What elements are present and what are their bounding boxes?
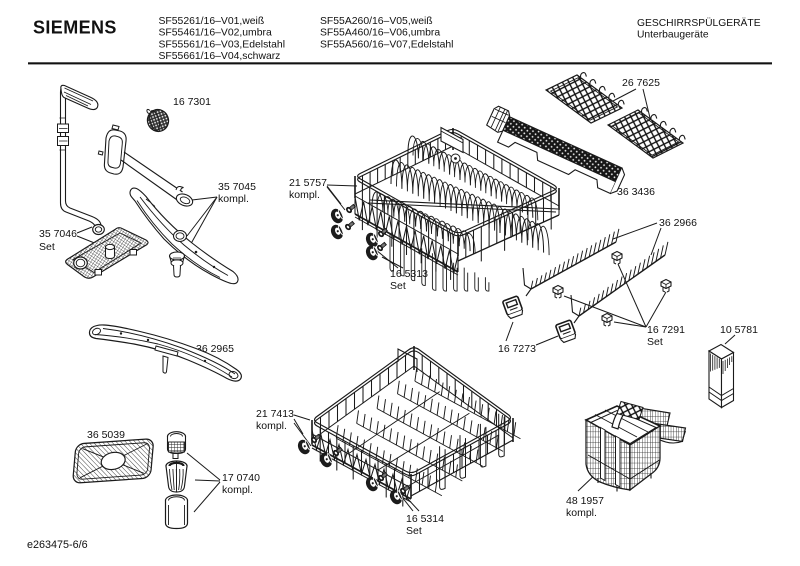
svg-text:16 7301: 16 7301 — [173, 96, 211, 108]
svg-text:36 3436: 36 3436 — [617, 186, 655, 198]
svg-text:10 5781: 10 5781 — [720, 324, 758, 336]
svg-text:21 5757: 21 5757 — [289, 177, 327, 189]
svg-text:Set: Set — [390, 280, 406, 292]
svg-text:16 7291: 16 7291 — [647, 324, 685, 336]
svg-text:Set: Set — [39, 241, 55, 253]
svg-text:16 7273: 16 7273 — [498, 343, 536, 355]
svg-text:36 2966: 36 2966 — [659, 217, 697, 229]
svg-text:35 7046: 35 7046 — [39, 228, 77, 240]
svg-text:16 5313: 16 5313 — [390, 268, 428, 280]
svg-text:SIEMENS: SIEMENS — [33, 18, 117, 38]
svg-text:Set: Set — [647, 336, 663, 348]
svg-text:kompl.: kompl. — [256, 420, 287, 432]
svg-text:e263475-6/6: e263475-6/6 — [27, 539, 88, 551]
svg-text:17 0740: 17 0740 — [222, 472, 260, 484]
svg-text:SF55A560/16–V07,Edelstahl: SF55A560/16–V07,Edelstahl — [320, 39, 453, 50]
svg-text:GESCHIRRSPÜLGERÄTE: GESCHIRRSPÜLGERÄTE — [637, 17, 761, 29]
svg-text:SF55A460/16–V06,umbra: SF55A460/16–V06,umbra — [320, 28, 440, 39]
svg-text:36 5039: 36 5039 — [87, 429, 125, 441]
svg-text:Unterbaugeräte: Unterbaugeräte — [637, 30, 709, 41]
svg-text:35 7045: 35 7045 — [218, 181, 256, 193]
svg-text:SF55A260/16–V05,weiß: SF55A260/16–V05,weiß — [320, 16, 433, 27]
svg-text:48 1957: 48 1957 — [566, 495, 604, 507]
svg-text:Set: Set — [406, 525, 422, 537]
svg-text:26 7625: 26 7625 — [622, 77, 660, 89]
svg-text:SF55461/16–V02,umbra: SF55461/16–V02,umbra — [159, 28, 272, 39]
svg-text:SF55561/16–V03,Edelstahl: SF55561/16–V03,Edelstahl — [159, 39, 286, 50]
svg-text:kompl.: kompl. — [566, 507, 597, 519]
svg-text:SF55261/16–V01,weiß: SF55261/16–V01,weiß — [159, 16, 265, 27]
svg-text:SF55661/16–V04,schwarz: SF55661/16–V04,schwarz — [159, 51, 281, 62]
svg-text:kompl.: kompl. — [222, 484, 253, 496]
svg-text:21 7413: 21 7413 — [256, 408, 294, 420]
svg-text:16 5314: 16 5314 — [406, 513, 444, 525]
svg-text:kompl.: kompl. — [218, 193, 249, 205]
svg-text:kompl.: kompl. — [289, 189, 320, 201]
